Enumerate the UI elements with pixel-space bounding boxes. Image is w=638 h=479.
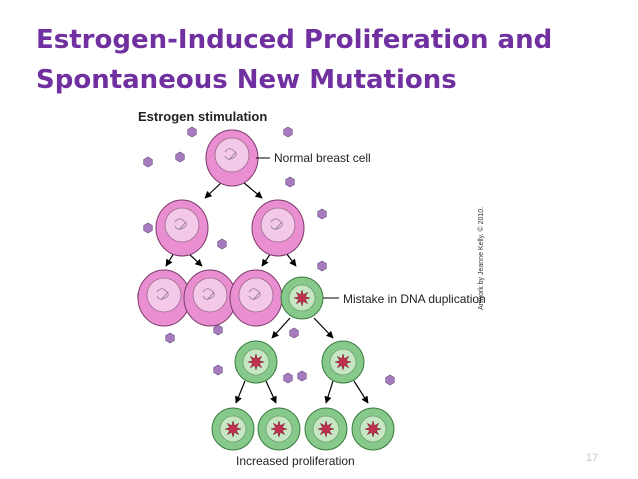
division-arrows — [165, 181, 369, 404]
estrogen-molecule — [317, 260, 327, 272]
cell-nucleus — [238, 277, 274, 313]
cell-nucleus — [146, 277, 182, 313]
title-line-2: Spontaneous New Mutations — [36, 65, 457, 95]
estrogen-molecule — [143, 156, 153, 168]
division-arrow — [265, 380, 277, 404]
estrogen-stimulation-label: Estrogen stimulation — [138, 109, 267, 124]
estrogen-molecule — [217, 238, 227, 250]
page-number: 17 — [586, 452, 599, 464]
division-arrow — [235, 380, 246, 404]
artwork-credit: Artwork by Jeanne Kelly. © 2010. — [478, 206, 485, 310]
mutation-mark — [334, 353, 352, 371]
mutant-cell — [211, 407, 255, 451]
division-arrow — [187, 252, 203, 267]
mutation-mark — [317, 420, 335, 438]
estrogen-molecule — [165, 332, 175, 344]
division-arrow — [242, 181, 263, 199]
mutant-cell — [257, 407, 301, 451]
estrogen-molecule — [283, 126, 293, 138]
division-arrow — [165, 252, 175, 267]
chromatin — [156, 288, 169, 301]
normal-cell — [183, 269, 237, 327]
division-arrow — [261, 252, 272, 267]
mutation-mark — [270, 420, 288, 438]
normal-cell — [205, 129, 259, 187]
mutation-mark — [247, 353, 265, 371]
division-arrow — [204, 181, 223, 199]
title-line-1: Estrogen-Induced Proliferation and — [36, 25, 553, 55]
mutation-mark — [364, 420, 382, 438]
division-arrow — [353, 380, 369, 404]
increased-proliferation-label: Increased proliferation — [236, 454, 355, 468]
mutation-mark — [224, 420, 242, 438]
division-arrow — [285, 252, 297, 267]
division-arrow — [313, 317, 334, 339]
dna-mistake-label: Mistake in DNA duplication — [343, 292, 486, 306]
mutant-cell — [351, 407, 395, 451]
cells — [137, 129, 395, 451]
normal-breast-cell-label: Normal breast cell — [274, 151, 371, 165]
chromatin — [248, 288, 261, 301]
estrogen-molecule — [317, 208, 327, 220]
cell-nucleus — [164, 207, 200, 243]
estrogen-molecule — [175, 151, 185, 163]
normal-cell — [229, 269, 283, 327]
mutant-cell — [304, 407, 348, 451]
estrogen-molecule — [285, 176, 295, 188]
mutant-cell — [234, 340, 278, 384]
mutant-cell — [321, 340, 365, 384]
estrogen-molecule — [213, 324, 223, 336]
normal-cell — [251, 199, 305, 257]
label-leader-lines — [256, 157, 339, 299]
chromatin — [202, 288, 215, 301]
estrogen-molecule — [283, 372, 293, 384]
cell-nucleus — [214, 137, 250, 173]
cell-nucleus — [260, 207, 296, 243]
estrogen-molecule — [143, 222, 153, 234]
division-arrow — [271, 317, 291, 339]
chromatin — [224, 148, 237, 161]
chromatin — [174, 218, 187, 231]
chromatin — [270, 218, 283, 231]
estrogen-molecule — [385, 374, 395, 386]
estrogen-molecule — [297, 370, 307, 382]
normal-cell — [155, 199, 209, 257]
cell-nucleus — [192, 277, 228, 313]
slide-title: Estrogen-Induced Proliferation and Spont… — [36, 20, 626, 100]
mutant-cell — [280, 276, 324, 320]
estrogen-molecule — [187, 126, 197, 138]
normal-cell — [137, 269, 191, 327]
mutation-mark — [293, 289, 311, 307]
estrogen-molecule — [213, 364, 223, 376]
estrogen-molecule — [289, 327, 299, 339]
division-arrow — [324, 380, 334, 404]
